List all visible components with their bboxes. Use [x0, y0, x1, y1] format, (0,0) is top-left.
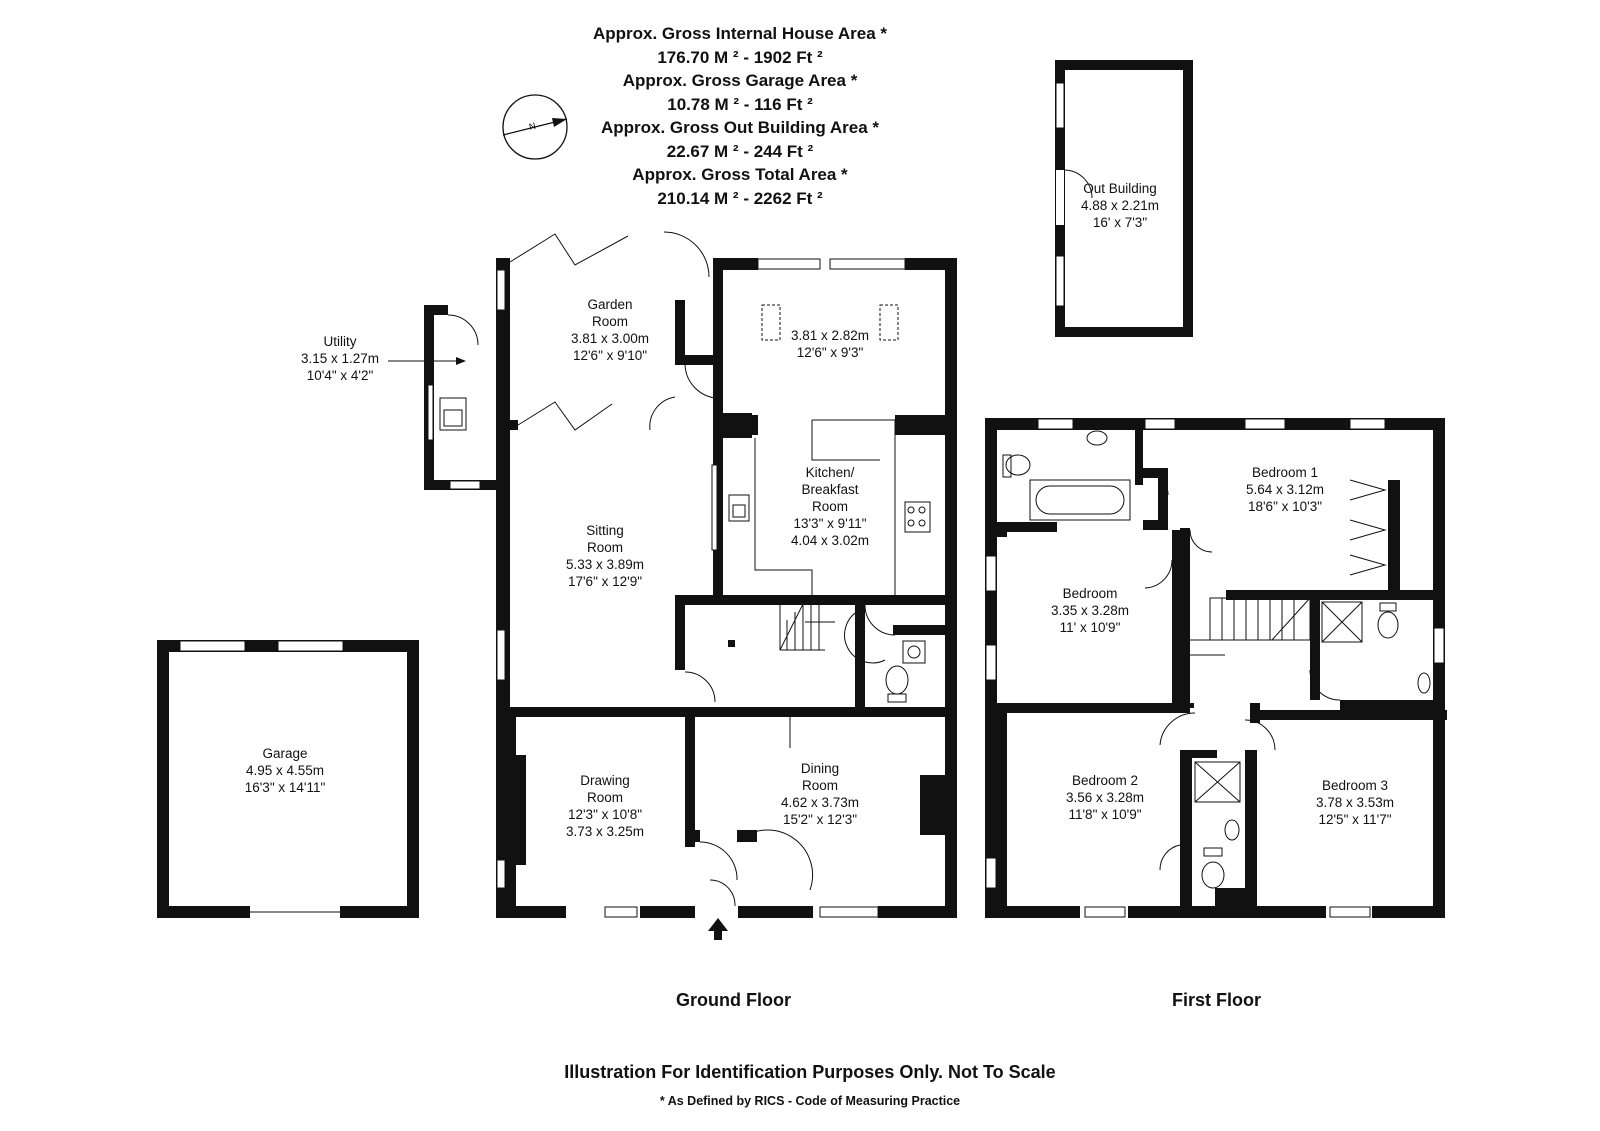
room-imperial: 12'5" x 11'7" — [1318, 812, 1392, 827]
room-metric: 3.81 x 3.00m — [570, 331, 650, 346]
room-imperial: 11'8" x 10'9" — [1068, 807, 1142, 822]
room-name: Kitchen/ — [805, 465, 855, 480]
room-imperial: 13'3" x 9'11" — [793, 516, 867, 531]
ground-floor-windows — [427, 258, 906, 918]
first-floor-label: First Floor — [1172, 990, 1261, 1010]
room-metric: 3.56 x 3.28m — [1065, 790, 1145, 805]
garage-windows — [179, 640, 344, 652]
room-imperial: 12'3" x 10'8" — [567, 807, 643, 822]
room-metric: 5.64 x 3.12m — [1245, 482, 1325, 497]
ensuite-fittings — [1321, 601, 1431, 694]
room-name: Room — [586, 540, 623, 555]
bath-icon — [1002, 430, 1131, 521]
room-metric: 4.95 x 4.55m — [245, 763, 325, 778]
room-imperial: 10'4" x 4'2" — [306, 368, 374, 383]
room-metric: 3.73 x 3.25m — [565, 824, 645, 839]
room-name: Breakfast — [801, 482, 859, 497]
room-name: Sitting — [586, 523, 624, 538]
room-name: Garage — [262, 746, 308, 761]
room-sunroom: 3.81 x 2.82m 12'6" x 9'3" — [780, 327, 880, 361]
ground-floor-label: Ground Floor — [676, 990, 791, 1010]
first-floor-doors — [1142, 469, 1387, 871]
room-drawing: Drawing Room 12'3" x 10'8" 3.73 x 3.25m — [550, 772, 660, 840]
shower-room-fittings — [1194, 761, 1241, 889]
roof-windows — [761, 304, 899, 341]
entrance-arrow-icon — [708, 918, 728, 940]
compass-icon: N — [502, 94, 568, 160]
utility-pointer-arrow — [388, 357, 466, 365]
room-metric: 5.33 x 3.89m — [565, 557, 645, 572]
room-metric: 3.81 x 2.82m — [790, 328, 870, 343]
house-area-value: 176.70 M ² - 1902 Ft ² — [657, 47, 823, 67]
utility-sink-icon — [439, 397, 467, 431]
room-metric: 3.15 x 1.27m — [300, 351, 380, 366]
outbuilding-door — [1063, 169, 1093, 199]
room-name: Bedroom 3 — [1321, 778, 1389, 793]
stairs-ground — [779, 599, 835, 651]
room-kitchen: Kitchen/ Breakfast Room 13'3" x 9'11" 4.… — [775, 464, 885, 549]
room-imperial: 12'6" x 9'10" — [572, 348, 648, 363]
stairs-first — [1190, 597, 1311, 656]
room-name: Room — [801, 778, 838, 793]
total-area-label: Approx. Gross Total Area * — [632, 165, 848, 184]
room-bedroom-2: Bedroom 2 3.56 x 3.28m 11'8" x 10'9" — [1050, 772, 1160, 823]
room-name: Dining — [800, 761, 840, 776]
room-garage: Garage 4.95 x 4.55m 16'3" x 14'11" — [230, 745, 340, 796]
room-metric: 4.04 x 3.02m — [790, 533, 870, 548]
room-name: Room — [811, 499, 848, 514]
outbuilding-area-label: Approx. Gross Out Building Area * — [600, 118, 879, 137]
room-name: Drawing — [580, 773, 630, 788]
room-name: Garden — [587, 297, 633, 312]
room-imperial: 12'6" x 9'3" — [796, 345, 864, 360]
room-bedroom-3: Bedroom 3 3.78 x 3.53m 12'5" x 11'7" — [1300, 777, 1410, 828]
room-garden: Garden Room 3.81 x 3.00m 12'6" x 9'10" — [555, 296, 665, 364]
room-metric: 4.62 x 3.73m — [780, 795, 860, 810]
garage-area-value: 10.78 M ² - 116 Ft ² — [667, 94, 813, 114]
room-imperial: 16' x 7'3" — [1092, 215, 1148, 230]
room-imperial: 17'6" x 12'9" — [567, 574, 643, 589]
room-metric: 3.35 x 3.28m — [1050, 603, 1130, 618]
room-imperial: 16'3" x 14'11" — [244, 780, 326, 795]
room-utility: Utility 3.15 x 1.27m 10'4" x 4'2" — [290, 333, 390, 384]
room-name: Bedroom 1 — [1251, 465, 1319, 480]
rics-note: * As Defined by RICS - Code of Measuring… — [659, 1094, 961, 1108]
outbuilding-area-value: 22.67 M ² - 244 Ft ² — [666, 141, 814, 161]
room-sitting: Sitting Room 5.33 x 3.89m 17'6" x 12'9" — [550, 522, 660, 590]
room-dining: Dining Room 4.62 x 3.73m 15'2" x 12'3" — [765, 760, 875, 828]
house-area-label: Approx. Gross Internal House Area * — [592, 24, 888, 43]
room-name: Room — [591, 314, 628, 329]
garage-area-label: Approx. Gross Garage Area * — [622, 71, 858, 90]
room-bedroom: Bedroom 3.35 x 3.28m 11' x 10'9" — [1035, 585, 1145, 636]
room-metric: 4.88 x 2.21m — [1080, 198, 1160, 213]
room-name: Bedroom — [1062, 586, 1118, 601]
room-metric: 3.78 x 3.53m — [1315, 795, 1395, 810]
room-imperial: 15'2" x 12'3" — [782, 812, 858, 827]
room-imperial: 11' x 10'9" — [1059, 620, 1121, 635]
room-name: Bedroom 2 — [1071, 773, 1139, 788]
total-area-value: 210.14 M ² - 2262 Ft ² — [657, 188, 823, 208]
kitchen-fittings — [728, 419, 931, 595]
room-outbuilding: Out Building 4.88 x 2.21m 16' x 7'3" — [1065, 180, 1175, 231]
outbuilding-windows — [1055, 82, 1065, 307]
wc-ground — [885, 640, 926, 703]
area-summary: Approx. Gross Internal House Area * 176.… — [560, 22, 920, 210]
room-imperial: 18'6" x 10'3" — [1247, 499, 1323, 514]
first-floor-windows — [985, 418, 1445, 918]
first-floor-walls — [985, 418, 1447, 918]
ground-floor-doors — [447, 231, 896, 907]
room-name: Out Building — [1083, 181, 1157, 196]
room-bedroom-1: Bedroom 1 5.64 x 3.12m 18'6" x 10'3" — [1230, 464, 1340, 515]
room-name: Utility — [323, 334, 357, 349]
disclaimer-text: Illustration For Identification Purposes… — [564, 1062, 1056, 1082]
room-name: Room — [586, 790, 623, 805]
svg-text:N: N — [528, 121, 537, 132]
